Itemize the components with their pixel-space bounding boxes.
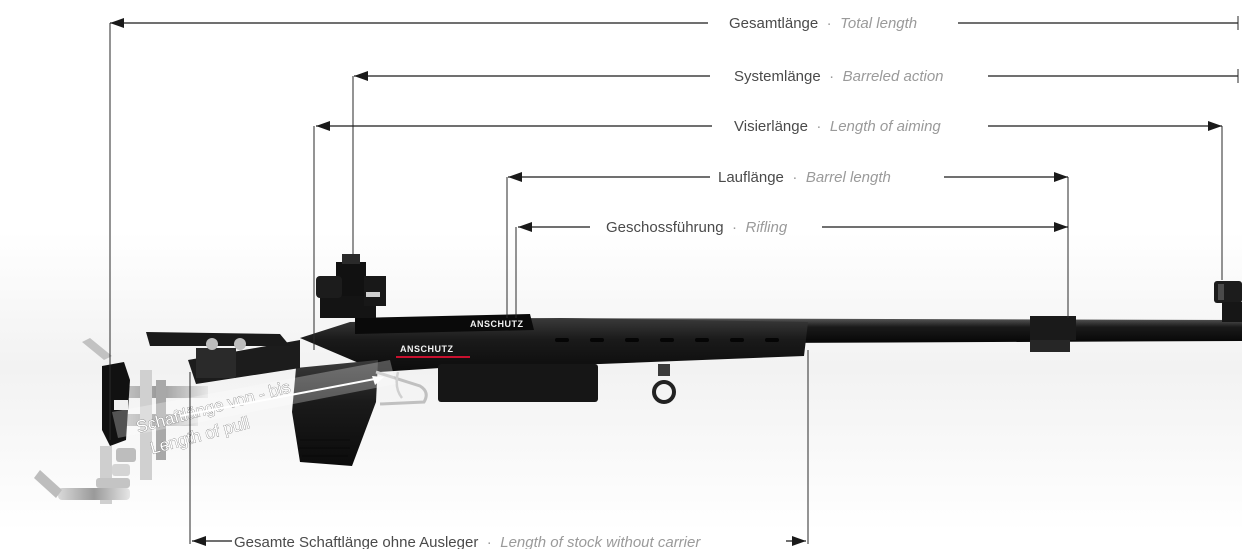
stock-lower-block (438, 364, 598, 402)
receiver (355, 314, 534, 334)
separator: · (732, 219, 737, 236)
svg-text:Geschossführung ·: Geschossführung · Rifling (606, 219, 788, 236)
svg-text:Gesamte Schaftlänge ohne Ausle: Gesamte Schaftlänge ohne Ausleger · Leng… (234, 534, 701, 549)
length-of-pull-band (112, 360, 396, 438)
trigger (395, 371, 404, 399)
separator: · (829, 68, 834, 85)
barrel-length-en: Barrel length (806, 169, 891, 186)
butt-hook-lower (34, 446, 130, 504)
cheek-piece-knob-2 (234, 338, 246, 350)
butt-small-pipe (116, 448, 136, 462)
sling-swivel-stud (658, 364, 670, 376)
front-sight-ring (1218, 284, 1224, 300)
length-of-aiming-en: Length of aiming (830, 118, 942, 135)
separator: · (816, 118, 821, 135)
action-logo: ANSCHUTZ (470, 319, 524, 329)
length-of-pull-arrow (179, 377, 381, 417)
dim-total-length: Gesamtlänge · Total length (109, 15, 1239, 440)
separator: · (827, 15, 832, 32)
front-sight-base (1222, 302, 1242, 322)
rear-sight-label (366, 292, 380, 297)
forend-vents (555, 338, 779, 342)
dim-length-of-aiming: Visierlänge · Length of aiming (313, 118, 1223, 350)
dim-stock-without-carrier: Gesamte Schaftlänge ohne Ausleger · Leng… (189, 350, 809, 549)
dim-barreled-action: Systemlänge · Barreled action (352, 68, 1239, 256)
sling-swivel-ring (652, 380, 676, 404)
separator: · (792, 169, 797, 186)
barreled-action-en: Barreled action (843, 68, 944, 85)
rifle-illustration: ANSCHUTZ ANSCHUTZ (34, 254, 1242, 504)
barrel-weight (1030, 316, 1076, 340)
butt-rail-lower (108, 414, 198, 426)
cheek-piece-knob (206, 338, 218, 350)
stock-without-carrier-de: Gesamte Schaftlänge ohne Ausleger (234, 534, 478, 549)
svg-text:Visierlänge · Leng: Visierlänge · Length of aiming (734, 118, 941, 135)
stock-logo: ANSCHUTZ (400, 344, 454, 354)
svg-text:Lauflänge · Barrel: Lauflänge · Barrel length (718, 169, 891, 186)
rear-sight-eyepiece (316, 276, 342, 298)
length-of-pull-arrowhead (372, 376, 384, 385)
photo-background (0, 232, 1242, 532)
butt-vertical-post (140, 370, 152, 480)
svg-text:Gesamtlänge · Tota: Gesamtlänge · Total length (729, 15, 917, 32)
rear-sight-block (364, 276, 386, 306)
butt-plate-label (114, 400, 128, 410)
barreled-action-de: Systemlänge (734, 68, 821, 85)
rear-sight-turret (342, 254, 360, 264)
dim-rifling: Geschossführung · Rifling (515, 219, 1068, 318)
rear-sight-base (320, 296, 376, 318)
svg-text:Systemlänge · Barr: Systemlänge · Barreled action (734, 68, 944, 85)
separator: · (487, 534, 492, 549)
rifling-de: Geschossführung (606, 219, 724, 236)
grip-texture (298, 439, 350, 457)
butt-vertical-post-2 (156, 380, 166, 460)
length-of-aiming-de: Visierlänge (734, 118, 808, 135)
total-length-de: Gesamtlänge (729, 15, 818, 32)
stock-without-carrier-en: Length of stock without carrier (500, 534, 701, 549)
stock-logo-accent (396, 356, 470, 358)
trigger-guard (375, 370, 428, 406)
cheek-piece-riser (196, 348, 236, 378)
barrel-length-de: Lauflänge (718, 169, 784, 186)
dim-barrel-length: Lauflänge · Barrel length (506, 169, 1069, 318)
barrel-weight-mount (1030, 340, 1070, 352)
butt-hook-upper (82, 338, 112, 360)
total-length-en: Total length (840, 15, 917, 32)
cheek-piece (146, 332, 290, 346)
rifling-en: Rifling (745, 219, 787, 236)
